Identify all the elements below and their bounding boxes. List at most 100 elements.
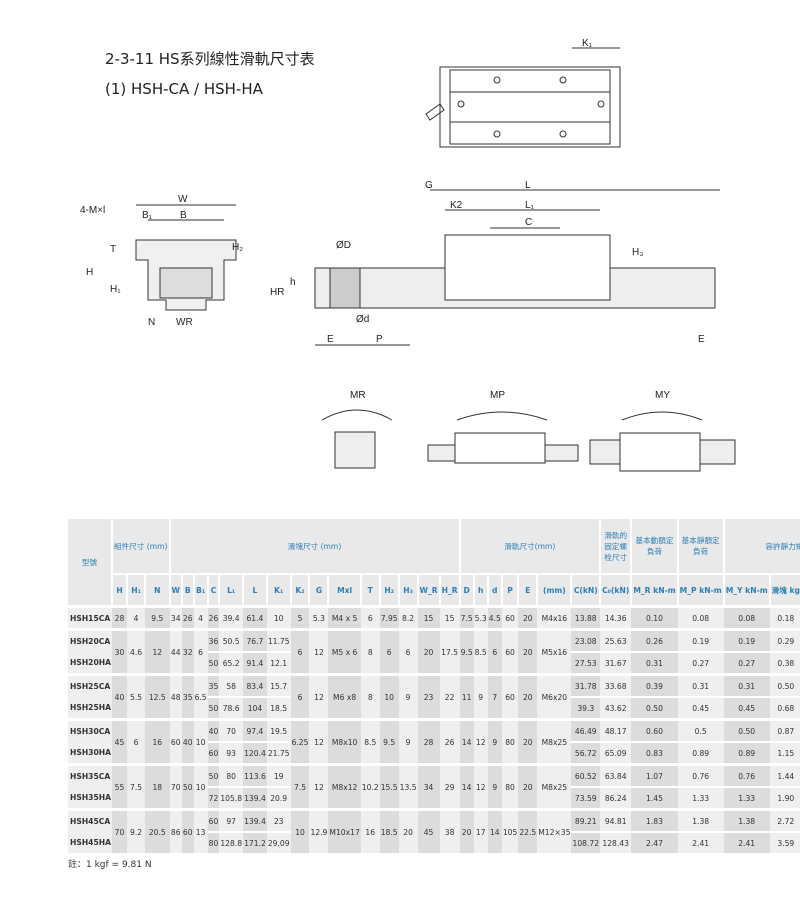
header-static-load: 基本靜額定負荷	[677, 519, 725, 575]
table-cell: 1.33	[723, 786, 770, 810]
table-cell: 6	[379, 628, 399, 675]
table-cell: 8.2	[398, 605, 418, 630]
table-cell: 12	[309, 628, 329, 675]
table-cell: 61.4	[243, 605, 267, 630]
label-l1: L₁	[525, 200, 535, 211]
table-cell: 78.6	[219, 696, 244, 720]
table-cell: 65.09	[600, 741, 632, 765]
table-cell: 0.27	[677, 651, 724, 675]
table-cell: 50.5	[219, 628, 244, 652]
column-header: W_R	[417, 574, 441, 607]
table-cell: 22	[439, 673, 460, 720]
table-cell: 139.4	[243, 786, 267, 810]
column-header: M_Y kN-m	[723, 574, 771, 607]
table-cell: 29.09	[266, 831, 291, 853]
table-cell: 20	[518, 718, 538, 765]
table-cell: 2.41	[723, 831, 770, 853]
table-cell: 0.83	[631, 741, 678, 765]
table-cell: 97.4	[243, 718, 267, 742]
table-cell: 80	[207, 831, 220, 853]
column-header: Mxl	[328, 574, 362, 607]
table-cell: 5.5	[127, 673, 146, 720]
table-cell: 6	[290, 628, 310, 675]
table-cell: 91.4	[243, 651, 267, 675]
table-cell: 12	[309, 718, 329, 765]
column-header: M_R kN-m	[631, 574, 679, 607]
table-cell: 20	[518, 628, 538, 675]
column-header: 滑塊 kg	[769, 574, 800, 607]
column-header: B₁	[193, 574, 209, 607]
column-header: L	[243, 574, 268, 607]
table-cell: 9	[487, 763, 502, 810]
table-cell: M5 x 6	[328, 628, 361, 675]
label-b: B	[180, 210, 187, 221]
table-cell: 0.60	[631, 718, 678, 742]
side-view-drawing: G L K2 L₁ C H₃ ØD h HR Ød E P E	[270, 180, 720, 346]
table-cell: 19.5	[266, 718, 291, 742]
model-name: HSH45CA	[68, 808, 112, 832]
table-cell: 10	[266, 605, 291, 630]
table-cell: 10	[193, 763, 208, 810]
table-cell: 15.7	[266, 673, 291, 697]
table-cell: 1.44	[769, 763, 800, 787]
table-cell: 0.5	[677, 718, 724, 742]
column-header: H_R	[439, 574, 461, 607]
model-name: HSH25CA	[68, 673, 112, 697]
table-cell: 40	[111, 673, 127, 720]
table-cell: 0.18	[769, 605, 800, 630]
table-cell: 12	[473, 763, 488, 810]
table-cell: 86	[169, 808, 182, 853]
table-cell: 9.5	[145, 605, 170, 630]
model-name: HSH30HA	[68, 742, 112, 765]
model-name: HSH20HA	[68, 652, 112, 675]
table-cell: 80	[501, 718, 519, 765]
header-bolt: 滑軌的固定螺栓尺寸	[600, 519, 633, 575]
table-cell: 23	[417, 673, 440, 720]
table-cell: 9	[487, 718, 502, 765]
table-cell: 35	[181, 673, 194, 720]
table-cell: 8	[360, 673, 380, 720]
table-cell: M10x17	[328, 808, 361, 853]
table-cell: 120.4	[243, 741, 267, 765]
table-cell: 1.38	[723, 808, 770, 832]
footnote: 註：1 kgf = 9.81 N	[68, 860, 152, 870]
model-name: HSH15CA	[68, 605, 112, 630]
table-cell: 5	[290, 605, 310, 630]
table-cell: 60	[181, 808, 194, 853]
table-cell: 9.2	[127, 808, 146, 853]
column-header: H	[111, 574, 129, 607]
page-title: 2-3-11 HS系列線性滑軌尺寸表	[105, 50, 315, 68]
table-cell: 0.10	[631, 605, 678, 630]
column-header: K₁	[266, 574, 292, 607]
table-cell: 13.5	[398, 763, 418, 810]
table-cell: 0.08	[677, 605, 724, 630]
label-e-right: E	[698, 334, 705, 345]
table-cell: 1.38	[677, 808, 724, 832]
table-cell: 0.19	[723, 628, 770, 652]
model-name: HSH20CA	[68, 628, 112, 652]
table-cell: 80	[219, 763, 244, 787]
table-cell: 10	[193, 718, 208, 765]
table-cell: 48	[169, 673, 182, 720]
table-cell: 26	[439, 718, 460, 765]
table-cell: 4	[127, 605, 146, 630]
table-cell: 0.31	[631, 651, 678, 675]
table-cell: 12.9	[309, 808, 329, 853]
table-cell: 6	[487, 628, 502, 675]
column-header: D	[459, 574, 475, 607]
table-cell: 20.5	[145, 808, 170, 853]
header-dynamic-load: 基本動額定負荷	[631, 519, 679, 575]
table-cell: 35	[207, 673, 220, 697]
label-h1: H₁	[110, 284, 121, 295]
table-cell: 26	[207, 605, 220, 630]
table-cell: 36	[207, 628, 220, 652]
table-cell: 5.3	[473, 605, 488, 630]
table-cell: 89.21	[571, 808, 601, 832]
column-header: C	[207, 574, 221, 607]
top-view-drawing: K₁	[425, 38, 621, 148]
column-header: M_P kN-m	[677, 574, 725, 607]
